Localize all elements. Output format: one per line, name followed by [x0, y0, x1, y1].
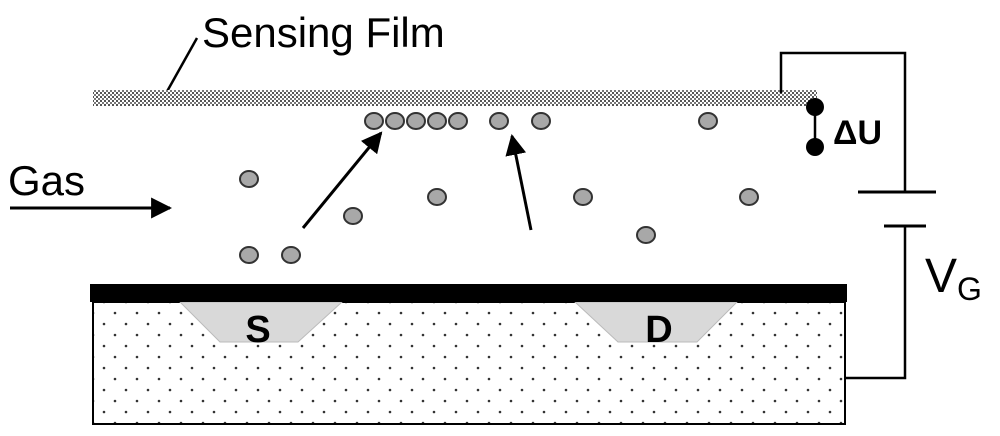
gas-molecules — [239, 170, 759, 264]
circuit-wire-top — [779, 51, 907, 194]
gate-voltage-symbol: V — [925, 250, 957, 303]
sensing-film — [93, 90, 817, 106]
circuit-wire-bottom — [844, 224, 907, 380]
gas-molecule — [427, 188, 447, 206]
gas-molecule — [281, 246, 301, 264]
adsorbed-molecule — [698, 112, 718, 130]
adsorbed-molecule — [427, 112, 447, 130]
gas-molecule — [343, 207, 363, 225]
gate-insulator — [90, 284, 847, 302]
adsorbed-molecule — [406, 112, 426, 130]
adsorbed-molecules — [364, 112, 718, 130]
gas-molecule — [573, 188, 593, 206]
drain-label: D — [645, 309, 672, 351]
gate-voltage-subscript: G — [957, 271, 982, 307]
adsorption-arrow — [505, 133, 533, 231]
adsorbed-molecule — [448, 112, 468, 130]
adsorbed-molecule — [489, 112, 509, 130]
gas-molecule — [239, 170, 259, 188]
sensing-film-label: Sensing Film — [202, 9, 445, 56]
gas-molecule — [239, 246, 259, 264]
source-label: S — [245, 309, 270, 351]
adsorbed-molecule — [385, 112, 405, 130]
adsorbed-molecule — [531, 112, 551, 130]
delta-u-terminal-top — [806, 98, 824, 116]
gate-voltage-label: VG — [925, 250, 982, 307]
delta-u-label: ΔU — [833, 114, 882, 152]
gas-molecule — [636, 226, 656, 244]
gas-label: Gas — [8, 157, 85, 204]
adsorption-arrow — [301, 131, 383, 229]
delta-u-terminal-bottom — [806, 138, 824, 156]
adsorbed-molecule — [364, 112, 384, 130]
gas-molecule — [739, 188, 759, 206]
